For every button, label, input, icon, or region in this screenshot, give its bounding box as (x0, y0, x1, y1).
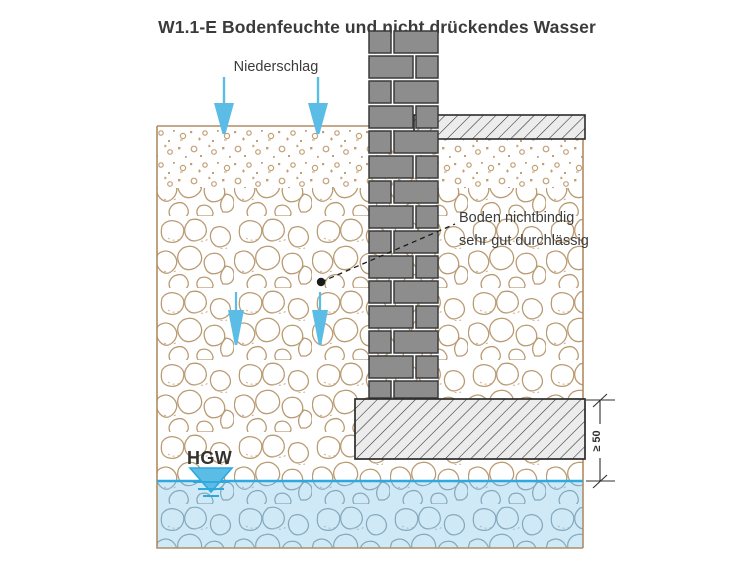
groundwater-label: HGW (187, 448, 232, 468)
water-table-triangle-icon (188, 467, 234, 497)
soil-note-line-1: Boden nichtbindig (459, 210, 574, 226)
dim-tick-bottom (592, 474, 608, 489)
dim-tick-top (592, 393, 608, 408)
dimension-annotation: ≥ 50 (586, 393, 615, 489)
page-title: W1.1-E Bodenfeuchte und nicht drückendes… (158, 17, 596, 37)
leader-line (320, 223, 456, 283)
precipitation-arrows (214, 77, 328, 134)
gravel-layer-saturated (157, 480, 583, 548)
soil-note-line-2: sehr gut durchlässig (459, 233, 589, 249)
leader-anchor-dot-icon (316, 277, 326, 287)
footing-concrete (354, 398, 586, 460)
dim-text-mask (590, 424, 610, 458)
top-slab-concrete (413, 114, 586, 140)
groundwater-marker: HGW (187, 448, 234, 497)
precipitation-arrow-1 (214, 77, 234, 134)
masonry-wall (368, 30, 439, 399)
precipitation-label: Niederschlag (234, 59, 319, 75)
soil-note-leader (316, 223, 456, 287)
seepage-arrow-1 (228, 292, 244, 345)
dimension-label: ≥ 50 (591, 430, 603, 451)
seepage-arrow-2 (312, 292, 328, 345)
top-slab (413, 114, 586, 140)
precipitation-arrow-2 (308, 77, 328, 134)
footing-slab (354, 398, 586, 460)
seepage-arrows (228, 292, 328, 345)
